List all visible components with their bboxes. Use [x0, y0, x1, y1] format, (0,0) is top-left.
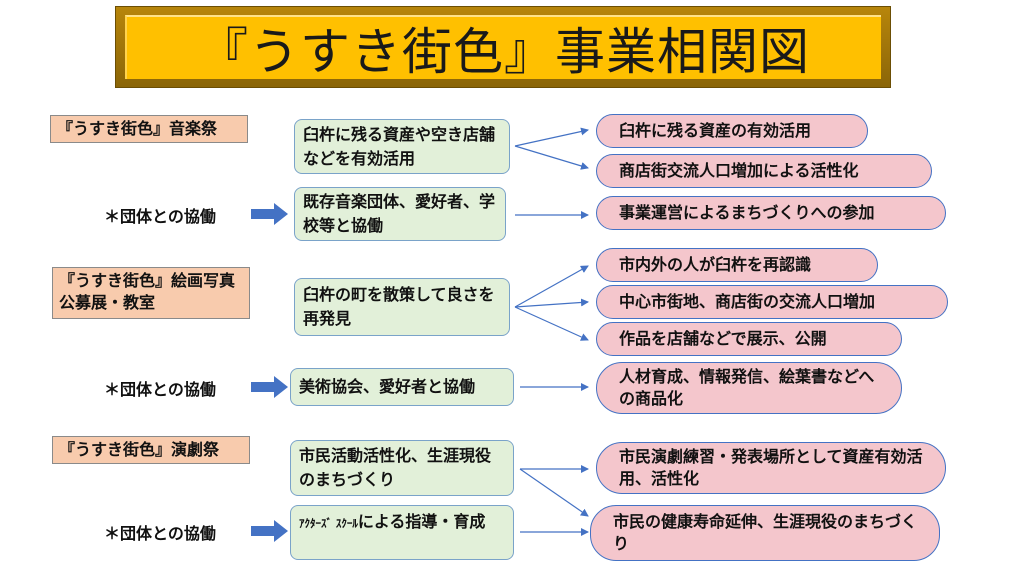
connector-arrow [519, 468, 589, 517]
collab-text: ＊団体との協働 [104, 380, 216, 399]
connector-arrow [514, 127, 589, 147]
collab-text: ＊団体との協働 [104, 207, 216, 226]
page-title: 『うすき街色』事業相関図 [125, 15, 881, 81]
activity-box: 臼杵に残る資産や空き店舗などを有効活用 [294, 119, 510, 174]
outcome-oval: 市内外の人が臼杵を再認識 [596, 248, 878, 282]
connector-arrow [514, 306, 589, 341]
outcome-oval: 市民の健康寿命延伸、生涯現役のまちづくり [590, 505, 940, 561]
activity-box: 市民活動活性化、生涯現役のまちづくり [290, 440, 514, 496]
outcome-oval: 商店街交流人口増加による活性化 [596, 154, 932, 188]
title-banner: 『うすき街色』事業相関図 [115, 6, 891, 88]
section-label-art: 『うすき街色』絵画写真公募展・教室 [52, 267, 250, 319]
section-label-music: 『うすき街色』音楽祭 [50, 115, 248, 143]
connector-arrow [514, 145, 589, 170]
collab-text: ＊団体との協働 [104, 524, 216, 543]
collab-arrow [251, 203, 288, 225]
outcome-oval: 人材育成、情報発信、絵葉書などへの商品化 [596, 362, 902, 414]
activity-prefix: ｱｸﾀｰｽﾞ ｽｸｰﾙ [299, 517, 358, 530]
activity-text: による指導・育成 [357, 512, 486, 531]
outcome-oval: 中心市街地、商店街の交流人口増加 [596, 285, 948, 319]
connector-arrow [514, 265, 589, 308]
outcome-oval: 市民演劇練習・発表場所として資産有効活用、活性化 [596, 442, 946, 494]
collab-arrow [251, 520, 288, 542]
outcome-oval: 作品を店舗などで展示、公開 [596, 322, 902, 356]
activity-box: 臼杵の町を散策して良さを再発見 [294, 278, 510, 336]
outcome-oval: 臼杵に残る資産の有効活用 [596, 114, 868, 148]
outcome-oval: 事業運営によるまちづくりへの参加 [596, 196, 946, 230]
activity-box: 美術協会、愛好者と協働 [290, 368, 514, 406]
section-label-theater: 『うすき街色』演劇祭 [52, 436, 250, 464]
collab-arrow [251, 376, 288, 398]
activity-box: ｱｸﾀｰｽﾞ ｽｸｰﾙによる指導・育成 [290, 505, 514, 560]
activity-box: 既存音楽団体、愛好者、学校等と協働 [294, 187, 506, 241]
connector-arrow [514, 298, 589, 308]
